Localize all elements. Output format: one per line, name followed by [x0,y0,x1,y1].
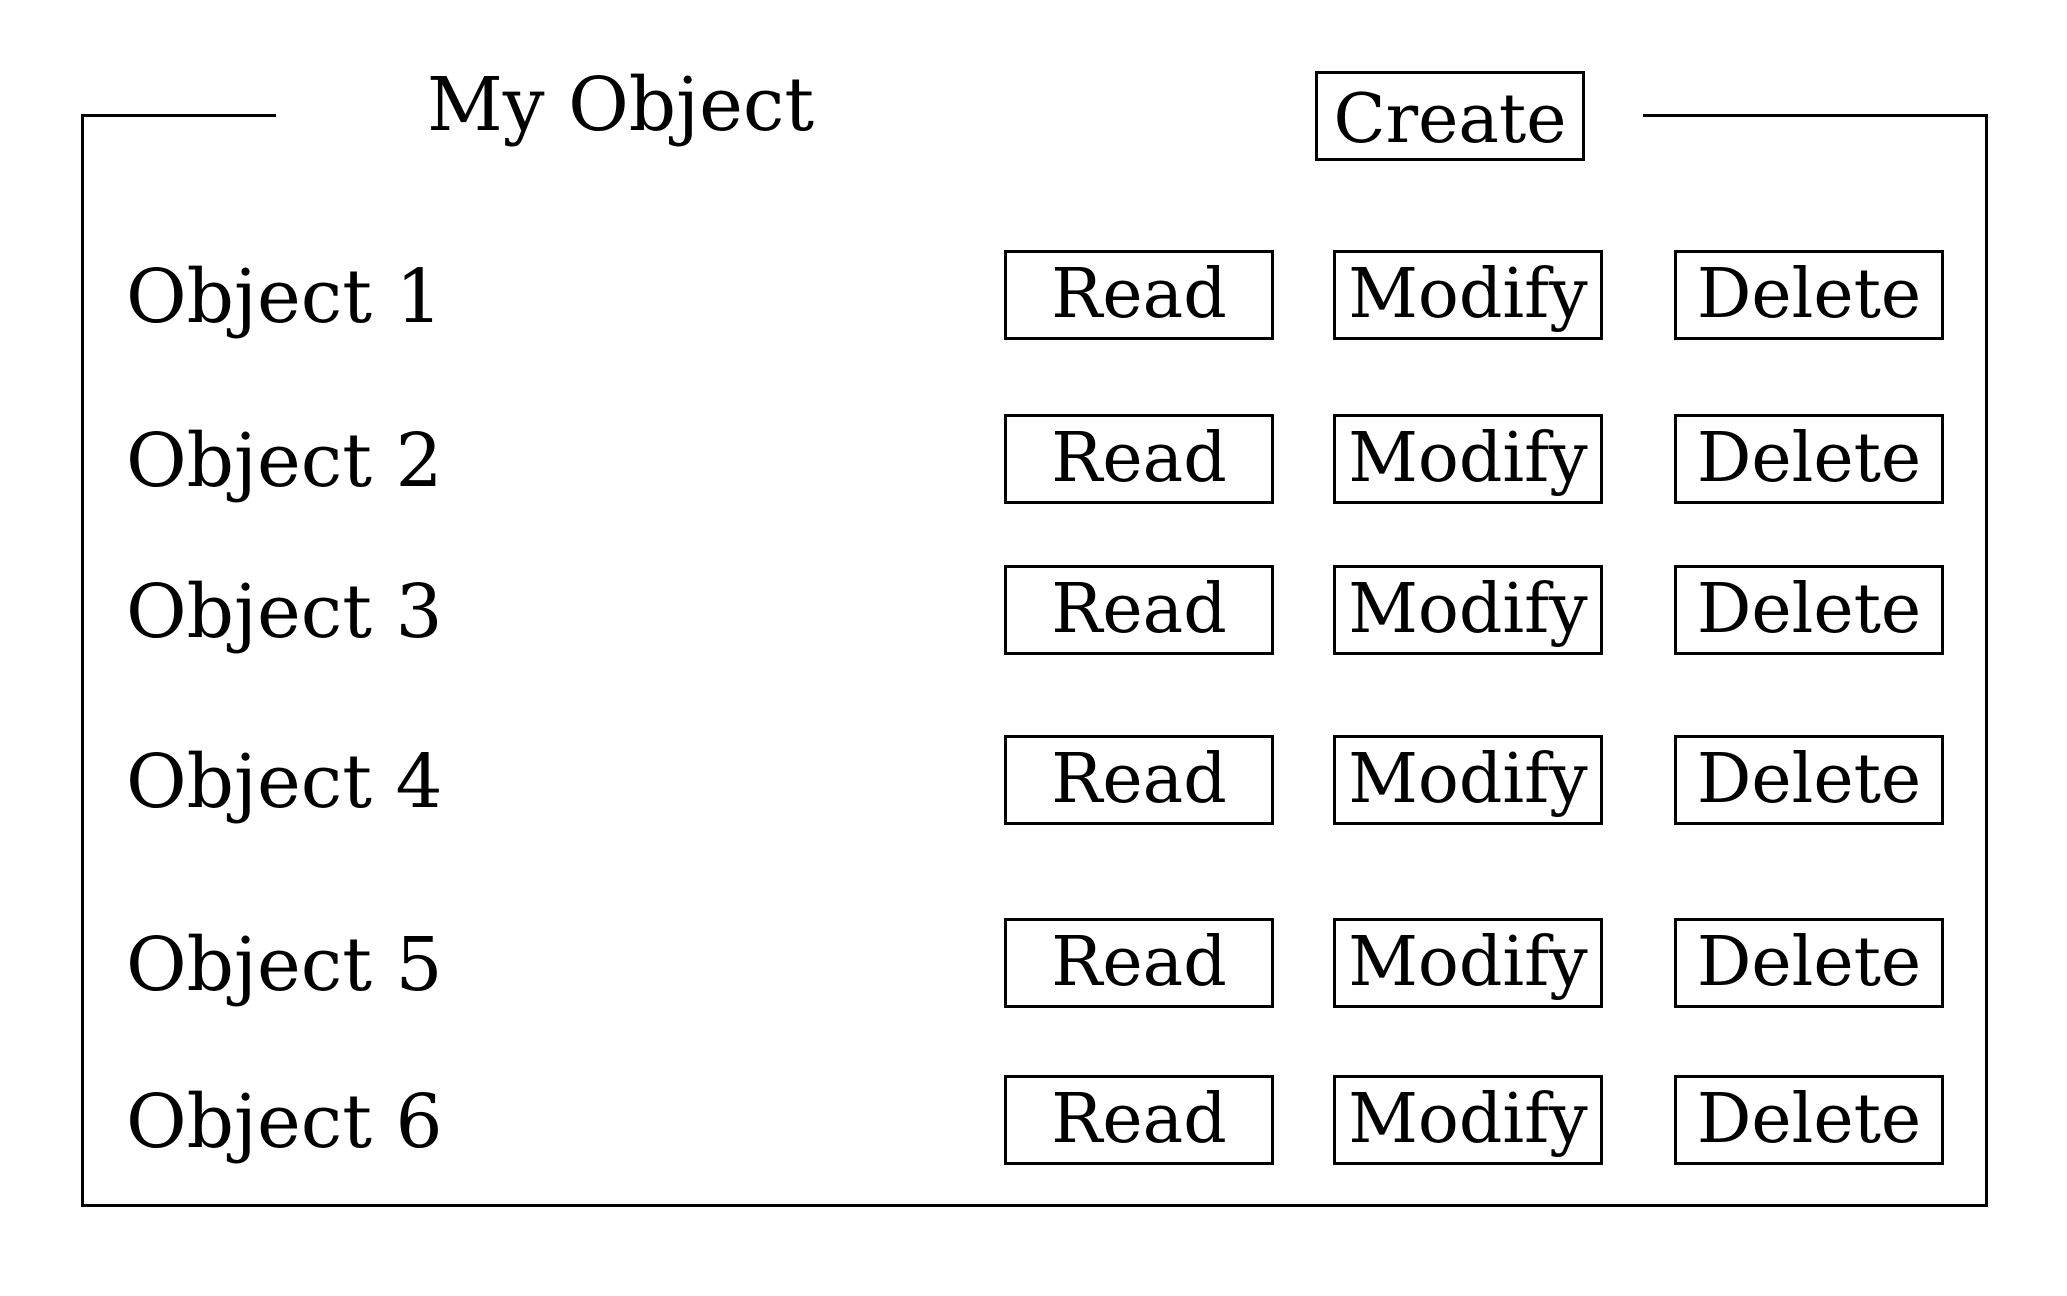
delete-button[interactable]: Delete [1674,250,1944,340]
delete-button[interactable]: Delete [1674,565,1944,655]
read-button[interactable]: Read [1004,1075,1274,1165]
object-name: Object 2 [126,418,443,504]
create-button[interactable]: Create [1315,71,1585,161]
read-button[interactable]: Read [1004,918,1274,1008]
frame-left-border [81,114,84,1207]
panel-title: My Object [427,62,815,148]
frame-bottom-border [81,1204,1988,1207]
modify-button[interactable]: Modify [1333,918,1603,1008]
modify-button[interactable]: Modify [1333,735,1603,825]
frame-right-border [1985,114,1988,1207]
modify-button[interactable]: Modify [1333,565,1603,655]
read-button[interactable]: Read [1004,735,1274,825]
delete-button[interactable]: Delete [1674,414,1944,504]
delete-button[interactable]: Delete [1674,918,1944,1008]
modify-button[interactable]: Modify [1333,414,1603,504]
delete-button[interactable]: Delete [1674,1075,1944,1165]
delete-button[interactable]: Delete [1674,735,1944,825]
read-button[interactable]: Read [1004,565,1274,655]
read-button[interactable]: Read [1004,250,1274,340]
object-name: Object 3 [126,569,443,655]
object-name: Object 4 [126,739,443,825]
frame-top-left-segment [81,114,276,117]
modify-button[interactable]: Modify [1333,1075,1603,1165]
modify-button[interactable]: Modify [1333,250,1603,340]
frame-top-right-segment [1643,114,1988,117]
object-name: Object 6 [126,1079,443,1165]
read-button[interactable]: Read [1004,414,1274,504]
object-name: Object 1 [126,254,443,340]
object-name: Object 5 [126,922,443,1008]
